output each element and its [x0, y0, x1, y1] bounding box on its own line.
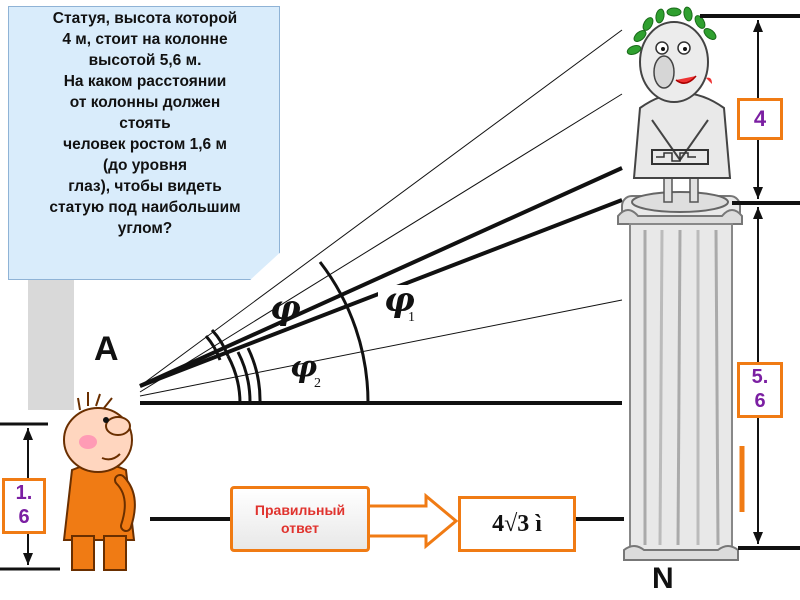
correct-answer-button[interactable]: Правильный ответ	[230, 486, 370, 552]
phi-label: φ	[270, 288, 301, 328]
sight-line-statue-top	[139, 166, 623, 388]
answer-arrow	[364, 492, 459, 550]
person	[62, 392, 136, 571]
answer-value: 4√3 ì	[458, 496, 576, 552]
point-a-label: A	[94, 330, 119, 368]
phi2-label: φ	[290, 350, 318, 385]
person-height-label: 1. 6	[2, 478, 46, 534]
angle-arc-phi1	[210, 328, 230, 357]
bottom-letter: N	[652, 562, 674, 595]
sight-line-statue-top-thin	[139, 29, 623, 387]
statue	[626, 6, 732, 213]
angle-arc-phi2-1	[226, 355, 242, 404]
angle-arc-phi1-inner	[204, 335, 222, 361]
angle-arc-phi2-3	[246, 347, 262, 404]
column-height-label: 5. 6	[737, 362, 783, 418]
problem-card	[8, 6, 280, 280]
phi1-label: φ	[384, 280, 415, 320]
phi1-subscript: 1	[408, 310, 415, 325]
laurel-wreath	[626, 6, 717, 55]
sight-line-lower-thin	[139, 299, 623, 397]
phi2-subscript: 2	[314, 376, 321, 391]
problem-text: Статуя, высота которой 4 м, стоит на кол…	[49, 10, 241, 237]
angle-arc-phi-outer	[318, 261, 370, 404]
column	[617, 195, 743, 561]
angle-arc-phi2-2	[236, 351, 252, 404]
background-panel	[28, 270, 74, 410]
phi1-label-bg	[378, 285, 424, 325]
statue-height-label: 4	[737, 98, 783, 140]
